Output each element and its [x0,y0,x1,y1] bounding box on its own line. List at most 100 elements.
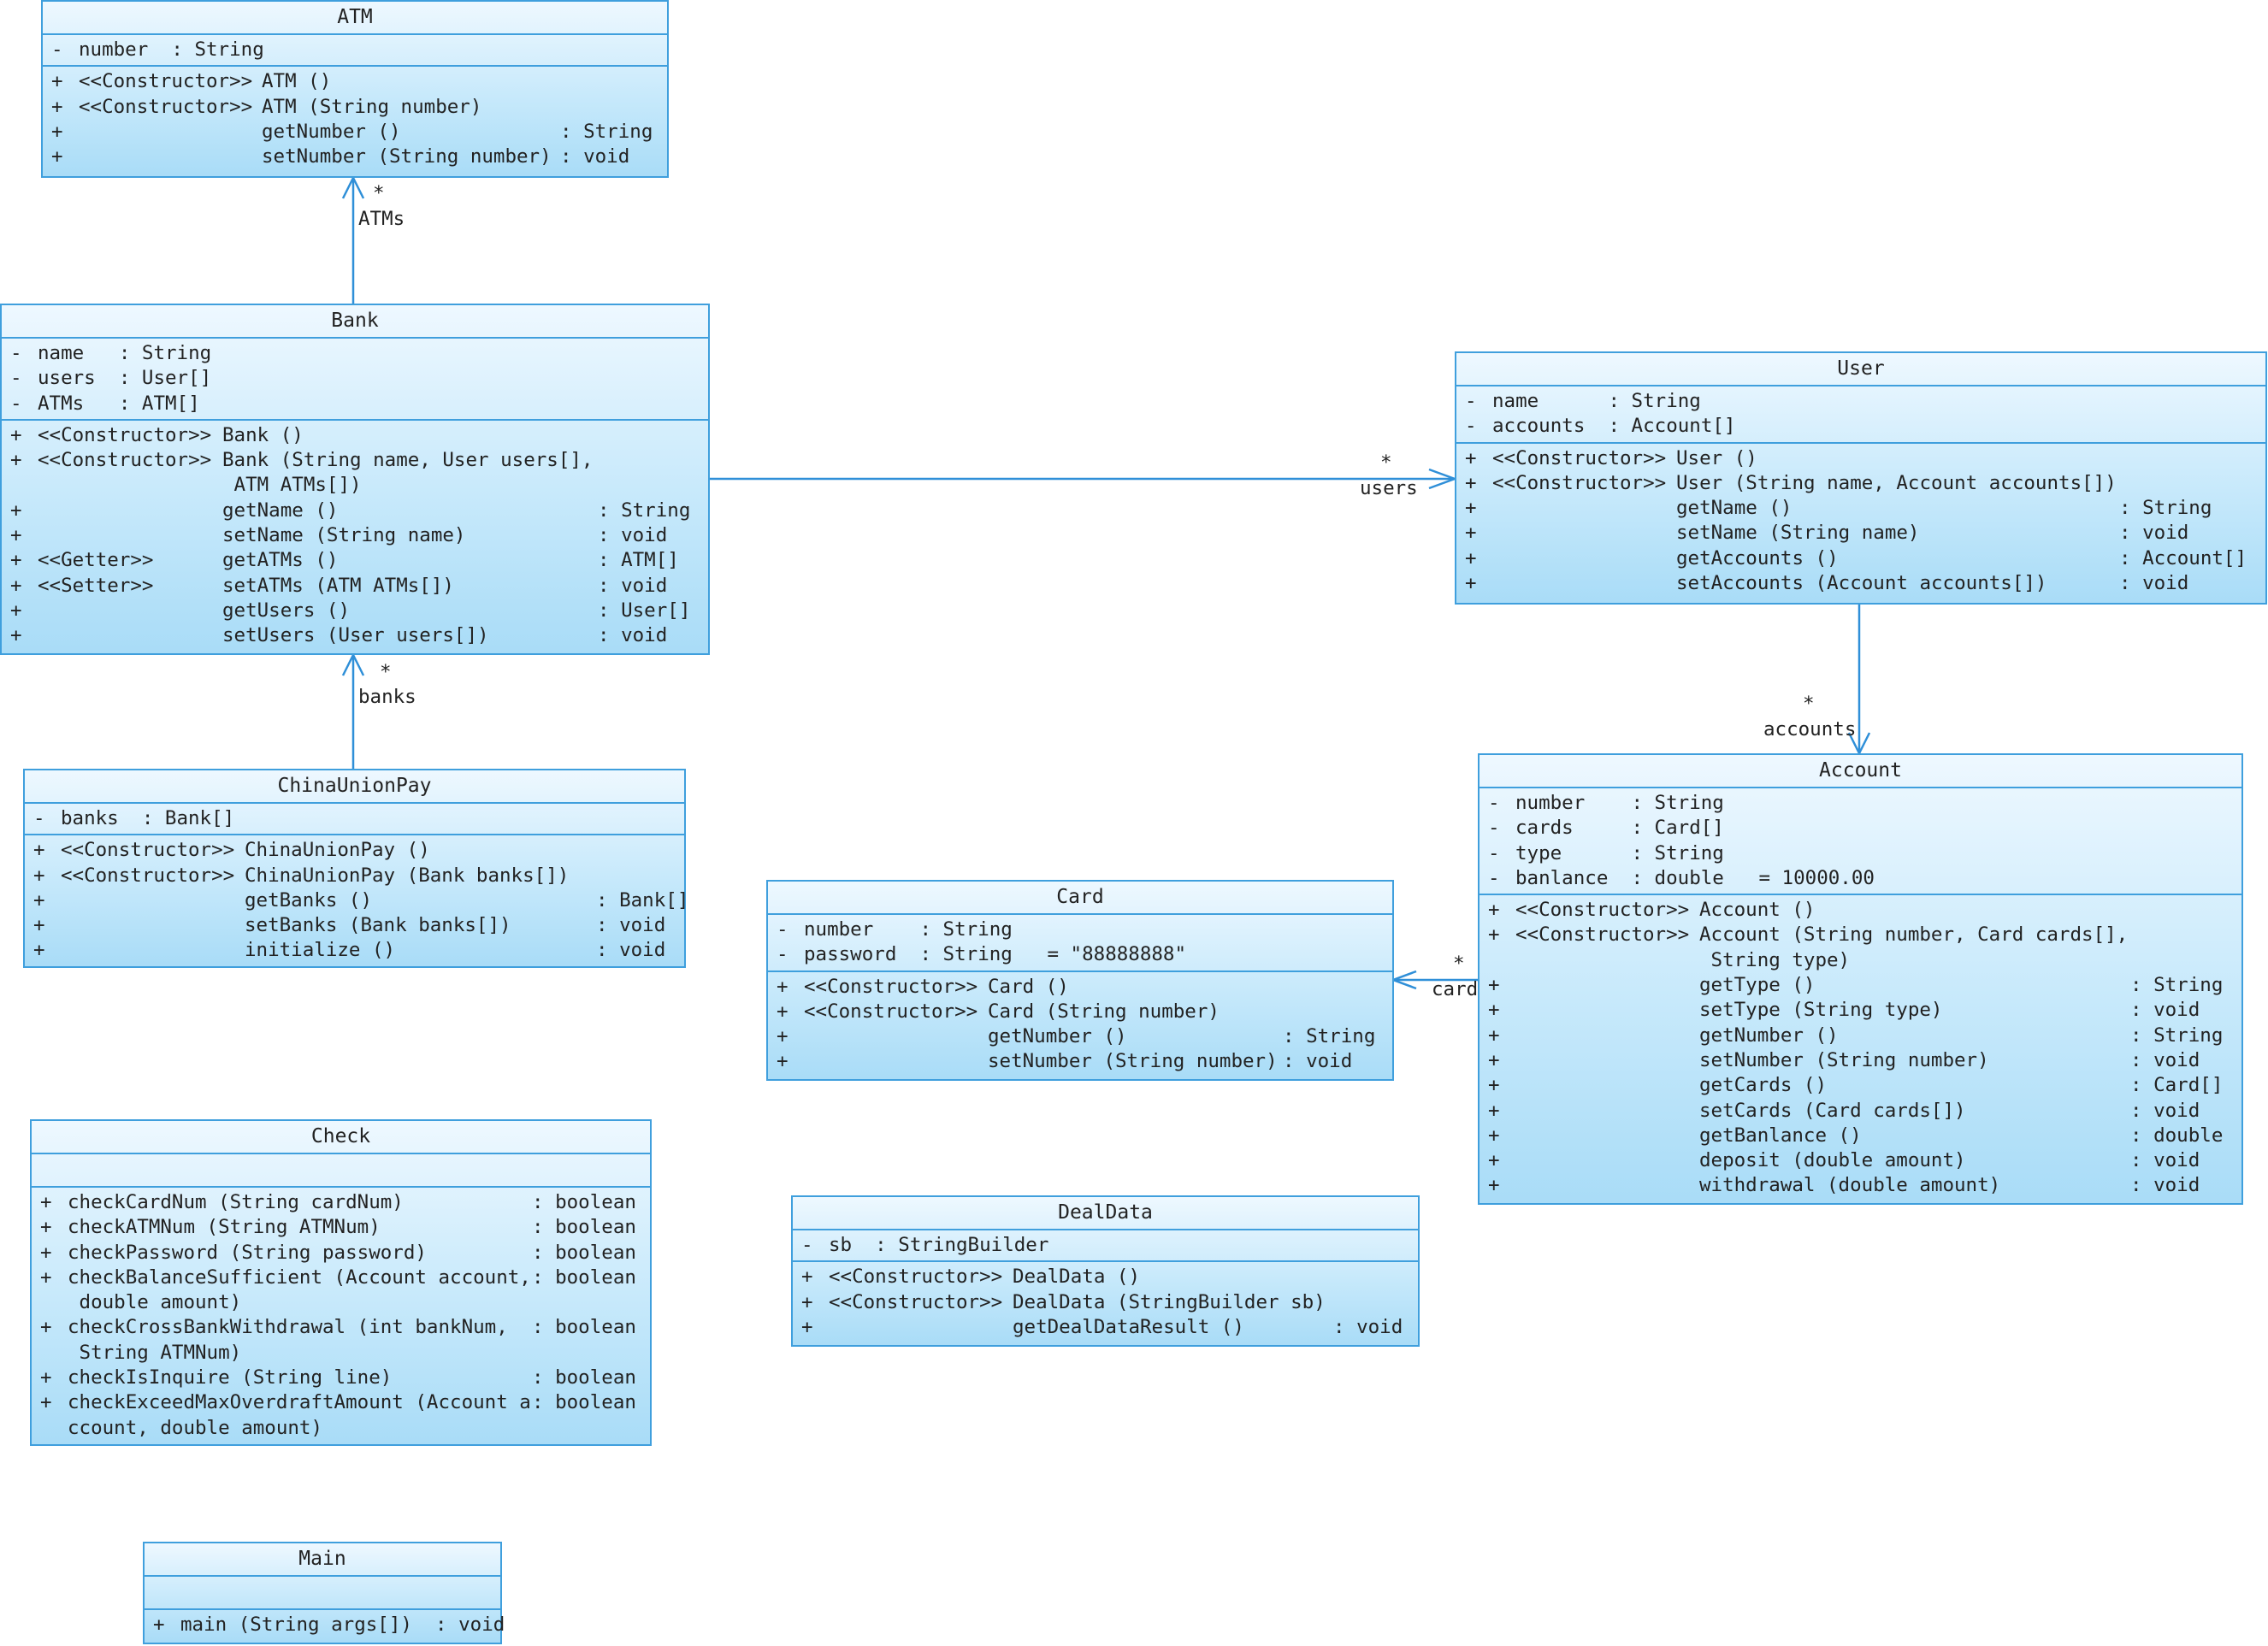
operation-row: +setAccounts (Account accounts[]): void [1465,572,2189,595]
assoc-bank-atm-multiplicity: * [373,182,385,204]
class-atm[interactable]: ATM -number : String +<<Constructor>>ATM… [41,0,669,178]
operation-row: +<<Constructor>>Account (String number, … [1488,923,2129,947]
attribute-section: -name : String -accounts : Account[] [1456,386,2265,444]
attribute-row: -type : String [1488,841,1724,864]
operation-row: +<<Constructor>>DealData (StringBuilder … [801,1290,1326,1313]
attribute-row: -number : String [1488,792,1724,814]
operation-row: +<<Constructor>>Bank () [10,423,304,446]
class-name: User [1456,353,2265,386]
attribute-row: -name : String [1465,390,1701,412]
operation-row: +<<Constructor>>ATM (String number) [51,95,482,118]
attribute-row: -password : String = "88888888" [777,943,1187,966]
operation-section: +<<Constructor>>Card () +<<Constructor>>… [768,972,1392,1077]
class-chinaunionpay[interactable]: ChinaUnionPay -banks : Bank[] +<<Constru… [23,769,689,968]
operation-row: +getNumber (): String [1488,1024,2224,1047]
operation-row: +getName (): String [10,499,691,522]
operation-row: +<<Constructor>>ChinaUnionPay () [33,839,430,862]
operation-row: +setNumber (String number): void [51,145,630,168]
class-name: DealData [793,1197,1418,1230]
operation-row: +checkATMNum (String ATMNum): boolean [40,1216,636,1239]
operation-row: +initialize (): void [33,939,666,962]
operation-section: +<<Constructor>>Account () +<<Constructo… [1480,895,2241,1201]
attribute-row: -ATMs : ATM[] [10,392,200,415]
operation-row: +checkIsInquire (String line): boolean [40,1366,636,1389]
class-user[interactable]: User -name : String -accounts : Account[… [1455,351,2267,605]
assoc-cup-bank-multiplicity: * [380,661,392,683]
operation-row: +getNumber (): String [777,1025,1376,1048]
assoc-bank-atm-arrow [341,175,365,199]
operation-row: +<<Constructor>>ATM () [51,70,332,93]
operation-row: +setNumber (String number): void [1488,1048,2200,1071]
class-name: Bank [2,305,708,339]
operation-row: +<<Getter>>getATMs (): ATM[] [10,549,679,572]
attribute-section: -number : String [43,35,667,68]
operation-row: ATM ATMs[]) [222,474,362,497]
operation-row: +withdrawal (double amount): void [1488,1174,2200,1197]
operation-row: +checkExceedMaxOverdraftAmount (Account … [40,1391,636,1414]
class-dealdata[interactable]: DealData -sb : StringBuilder +<<Construc… [791,1195,1420,1347]
operation-row: +<<Constructor>>User (String name, Accou… [1465,471,2117,494]
operation-row: +getDealDataResult (): void [801,1315,1403,1338]
operation-row: +<<Constructor>>DealData () [801,1265,1141,1289]
attribute-row: -banlance : double = 10000.00 [1488,866,1875,889]
operation-row: double amount) [68,1291,242,1314]
assoc-bank-atm-role: ATMs [358,208,405,230]
class-main[interactable]: Main +main (String args[]) : void [143,1542,505,1644]
operation-row: +deposit (double amount): void [1488,1149,2200,1172]
assoc-cup-bank-role: banks [358,686,416,708]
attribute-section: -name : String -users : User[] -ATMs : A… [2,339,708,421]
operation-section: +<<Constructor>>ATM () +<<Constructor>>A… [43,67,667,172]
operation-row: +getCards (): Card[] [1488,1074,2224,1097]
operation-section: +<<Constructor>>DealData () +<<Construct… [793,1262,1418,1342]
attribute-row: -sb : StringBuilder [801,1234,1049,1256]
operation-row: +getBanlance (): double [1488,1124,2224,1147]
attribute-row: -name : String [10,342,212,364]
class-check[interactable]: Check +checkCardNum (String cardNum): bo… [30,1119,652,1446]
assoc-user-account-role: accounts [1763,718,1857,740]
class-card[interactable]: Card -number : String -password : String… [766,880,1394,1081]
operation-row: +setName (String name): void [10,524,668,547]
operation-row: +<<Constructor>>Card () [777,975,1069,998]
operation-row: +setName (String name): void [1465,522,2189,545]
attribute-row: -users : User[] [10,367,212,390]
attribute-row: -number : String [51,38,264,61]
operation-section: +main (String args[]) : void [145,1610,505,1640]
operation-row: +getAccounts (): Account[] [1465,546,2247,569]
operation-row: +setType (String type): void [1488,999,2200,1022]
assoc-bank-user-multiplicity: * [1380,451,1392,474]
operation-row: +checkCrossBankWithdrawal (int bankNum,:… [40,1316,636,1339]
assoc-cup-bank-arrow [341,652,365,676]
operation-row: +getUsers (): User[] [10,599,691,622]
attribute-section: -number : String -cards : Card[] -type :… [1480,788,2241,896]
class-name: Account [1480,755,2241,788]
operation-row: +checkPassword (String password): boolea… [40,1241,636,1264]
operation-section: +<<Constructor>>User () +<<Constructor>>… [1456,444,2265,599]
attribute-section: -sb : StringBuilder [793,1230,1418,1263]
operation-row: +<<Constructor>>ChinaUnionPay (Bank bank… [33,864,570,887]
attribute-row: -cards : Card[] [1488,817,1724,840]
operation-section: +checkCardNum (String cardNum): boolean … [32,1188,650,1443]
operation-row: +setCards (Card cards[]): void [1488,1099,2200,1122]
assoc-account-card-multiplicity: * [1453,953,1465,975]
attribute-section: -banks : Bank[] [25,804,684,836]
assoc-account-card-role: card [1432,978,1479,1000]
operation-row: +checkBalanceSufficient (Account account… [40,1265,636,1289]
attribute-section [32,1154,650,1188]
class-bank[interactable]: Bank -name : String -users : User[] -ATM… [0,304,710,655]
class-name: ChinaUnionPay [25,770,684,804]
class-name: Main [145,1543,500,1577]
operation-row: +setUsers (User users[]): void [10,624,668,647]
operation-row: +getName (): String [1465,497,2212,520]
class-name: Card [768,882,1392,915]
operation-row: +setNumber (String number): void [777,1050,1353,1073]
operation-row: +getBanks (): Bank[] [33,888,689,911]
operation-row: +<<Constructor>>Bank (String name, User … [10,449,594,472]
assoc-user-account-multiplicity: * [1803,693,1815,715]
operation-row: +getNumber (): String [51,120,653,143]
class-account[interactable]: Account -number : String -cards : Card[]… [1478,753,2243,1205]
operation-row: +<<Setter>>setATMs (ATM ATMs[]): void [10,574,668,597]
operation-row: +<<Constructor>>User () [1465,446,1757,469]
attribute-row: -accounts : Account[] [1465,415,1736,438]
operation-row: +checkCardNum (String cardNum): boolean [40,1191,636,1213]
class-name: ATM [43,2,667,35]
